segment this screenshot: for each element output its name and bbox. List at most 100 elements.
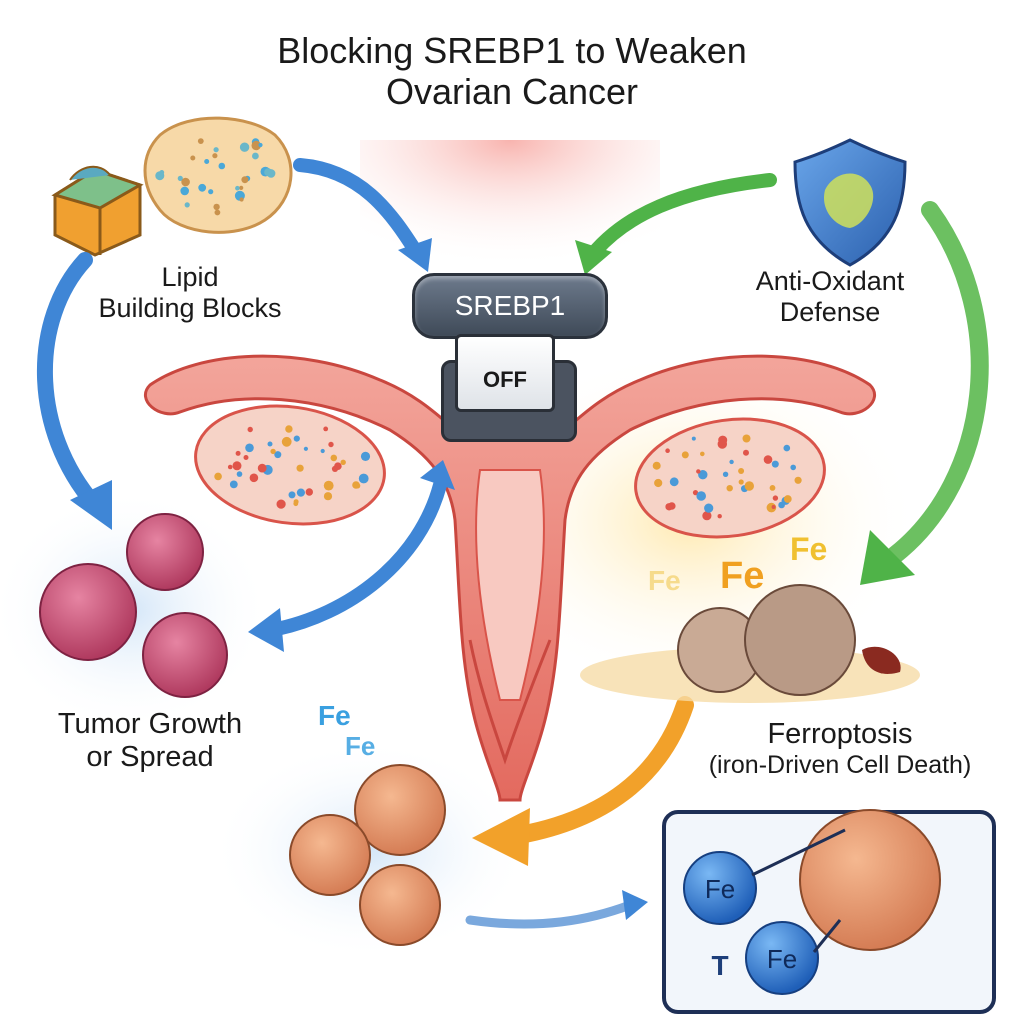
lipid-label: Lipid Building Blocks [70,262,310,324]
speckle-dot [742,434,751,443]
speckle-dot [772,495,779,501]
speckle-dot [692,490,699,496]
svg-text:Fe: Fe [318,700,351,731]
speckle-dot [698,470,708,480]
antioxidant-label-line1: Anti-Oxidant [755,266,905,296]
speckle-dot [323,480,334,491]
speckle-dot [239,142,250,152]
ferroptosis-label-line2: (iron-Driven Cell Death) [708,751,972,780]
svg-text:Fe: Fe [705,874,735,904]
speckle-dot [285,425,293,433]
speckle-dot [204,159,210,164]
stressed-cells [289,764,446,946]
speckle-dot [235,185,240,191]
speckle-dot [213,203,220,211]
speckle-dot [266,169,276,178]
svg-text:T: T [711,950,728,981]
ferroptosis-label: Ferroptosis (iron-Driven Cell Death) [680,718,1000,780]
speckle-dot [243,455,249,460]
speckle-dot [184,202,190,208]
speckle-dot [293,501,299,507]
speckle-dot [360,451,371,461]
speckle-dot [783,444,791,452]
srebp1-badge: SREBP1 [412,273,608,339]
speckle-dot [197,138,204,145]
ferroptosis-label-line1: Ferroptosis [767,718,913,750]
fe-labels-blue: Fe Fe [318,700,375,761]
svg-text:Fe: Fe [790,531,827,567]
lipid-dots [155,138,276,216]
speckle-dot [296,464,304,472]
ovary-dots [214,425,802,521]
speckle-dot [303,446,308,451]
shield-icon [793,138,907,267]
speckle-dot [691,436,696,441]
arrow-cube-to-tumor [37,252,103,513]
antioxidant-label: Anti-Oxidant Defense [700,266,960,328]
speckle-dot [239,185,244,190]
speckle-dot [281,436,292,447]
speckle-dot [159,170,165,175]
speckle-dot [763,455,773,464]
speckle-dot [252,152,259,160]
speckle-dot [700,451,705,457]
speckle-dot [296,488,305,497]
lipid-cube-icon [51,165,144,257]
speckle-dot [208,189,214,195]
speckle-dot [320,448,325,454]
speckle-dot [239,197,244,202]
speckle-dot [334,462,342,471]
speckle-dot [783,495,792,503]
arrow-lipid-to-srebp1 [293,158,425,262]
speckle-dot [738,479,744,485]
speckle-dot [218,162,226,170]
right-ovary [634,417,826,539]
speckle-dot [743,449,749,456]
antioxidant-label-line2: Defense [779,297,881,328]
speckle-dot [257,463,267,473]
speckle-dot [258,142,263,148]
speckle-dot [696,469,701,474]
lipid-label-line1: Lipid [161,262,219,292]
speckle-dot [738,468,745,474]
speckle-dot [270,448,276,455]
speckle-dot [771,460,779,468]
svg-text:Fe: Fe [720,555,764,597]
speckle-dot [790,464,796,471]
speckle-dot [696,491,706,501]
lipid-label-line2: Building Blocks [98,293,282,324]
speckle-dot [704,503,714,513]
tumor-label-line2: or Spread [86,741,214,774]
speckle-dot [729,459,734,465]
arrow-shield-to-ferroptosis [886,201,989,564]
speckle-dot [665,503,673,511]
speckle-dot [214,209,221,216]
speckle-dot [340,459,346,465]
speckle-dot [241,176,249,184]
speckle-dot [305,488,313,496]
arrow-ovary-to-tumor [265,478,447,637]
arrow-shield-to-srebp1 [585,173,777,262]
speckle-dot [293,435,300,442]
arrow-cells-to-panel [465,900,635,929]
speckle-dot [245,443,254,453]
ferroptosis-panel: Fe Fe T [662,809,996,1014]
speckle-dot [681,451,689,459]
speckle-dot [190,155,196,161]
speckle-dot [330,454,338,462]
speckle-dot [227,464,233,470]
speckle-dot [288,491,296,499]
speckle-dot [181,177,190,187]
speckle-dot [232,461,242,471]
off-switch-button[interactable]: OFF [455,334,555,412]
speckle-dot [235,450,241,456]
speckle-dot [177,175,183,181]
speckle-dot [771,505,776,509]
speckle-dot [247,426,253,433]
svg-text:Fe: Fe [767,944,797,974]
speckle-dot [669,477,679,487]
speckle-dot [652,461,661,470]
speckle-dot [229,480,238,489]
